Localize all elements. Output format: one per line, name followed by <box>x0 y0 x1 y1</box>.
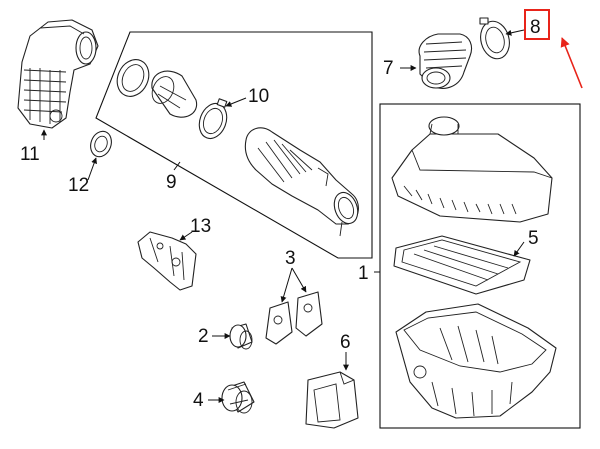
part-3-gasket-a[interactable] <box>265 301 293 345</box>
callout-leaders <box>41 29 525 403</box>
callout-2: 2 <box>198 326 209 347</box>
part-4-grommet[interactable] <box>221 381 255 414</box>
callout-8: 8 <box>530 17 541 38</box>
group-1-frame <box>379 103 581 429</box>
callout-11: 11 <box>20 144 40 165</box>
part-3-gasket-b[interactable] <box>295 291 323 337</box>
highlight-arrow <box>560 37 583 89</box>
callout-10: 10 <box>248 86 269 107</box>
part-1-air-cleaner-lid[interactable] <box>391 116 553 223</box>
callout-1: 1 <box>358 263 369 284</box>
callout-6: 6 <box>340 332 351 353</box>
part-6-duct-cover[interactable] <box>305 371 359 429</box>
part-10-hose-clamp[interactable] <box>195 98 232 143</box>
callout-5: 5 <box>528 228 539 249</box>
callout-9: 9 <box>166 172 177 193</box>
callout-4: 4 <box>193 390 204 411</box>
part-7-intake-hose[interactable] <box>418 33 473 89</box>
callout-12: 12 <box>68 175 89 196</box>
part-11-intake-elbow[interactable] <box>17 19 99 129</box>
part-13-bracket[interactable] <box>137 231 197 291</box>
callout-7: 7 <box>383 58 394 79</box>
callout-3: 3 <box>285 248 296 269</box>
callout-13: 13 <box>190 216 211 237</box>
group-9-frame <box>95 31 373 259</box>
part-5-filter-element[interactable] <box>393 235 531 295</box>
callout-8-highlight[interactable]: 8 <box>524 9 583 89</box>
part-9-ring-clamp[interactable] <box>111 54 154 101</box>
part-9-air-duct[interactable] <box>244 127 362 237</box>
callout-8-box <box>524 9 550 40</box>
part-1-lower-housing[interactable] <box>395 303 557 419</box>
part-2-grommet[interactable] <box>229 323 253 350</box>
part-9-coupler-sleeve[interactable] <box>148 70 198 118</box>
part-12-gasket[interactable] <box>87 128 115 159</box>
part-8-clamp[interactable] <box>477 17 514 62</box>
